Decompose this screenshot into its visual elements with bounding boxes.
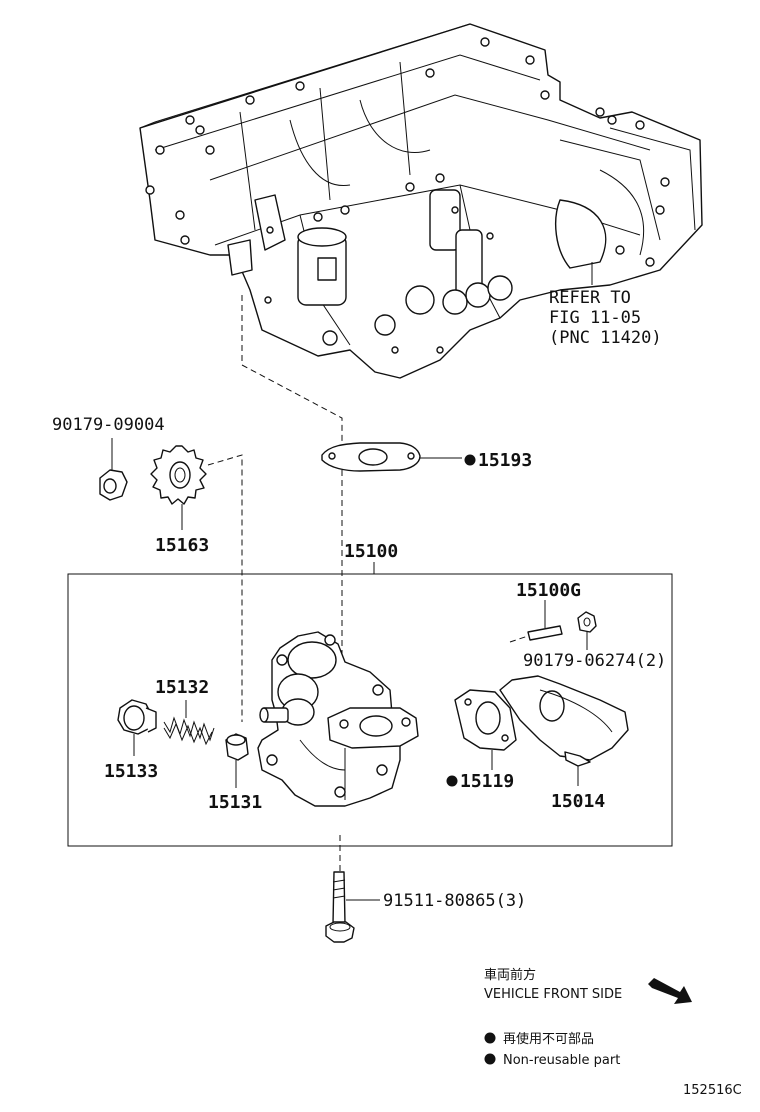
legend-front-jp: 車両前方 bbox=[484, 967, 536, 983]
label-91511-80865: 91511-80865(3) bbox=[383, 891, 526, 911]
nut-90179-06274-illustration bbox=[577, 611, 597, 650]
legend-non-reusable-en: Non-reusable part bbox=[503, 1053, 620, 1068]
stud-15100g-illustration bbox=[509, 600, 563, 643]
non-reusable-mark-15193 bbox=[464, 454, 476, 466]
refer-text-line3: (PNC 11420) bbox=[549, 328, 662, 348]
refer-text-line1: REFER TO bbox=[549, 288, 631, 308]
non-reusable-mark-15119 bbox=[446, 775, 458, 787]
gasket-15193-illustration bbox=[321, 442, 462, 472]
alignment-dashed-line-main bbox=[241, 295, 343, 455]
label-90179-06274: 90179-06274(2) bbox=[523, 651, 666, 671]
label-15119: 15119 bbox=[460, 771, 514, 792]
alignment-dashed-line-sprocket bbox=[207, 454, 243, 722]
label-15193: 15193 bbox=[478, 450, 532, 471]
oil-pump-body-illustration bbox=[257, 631, 419, 807]
label-15014: 15014 bbox=[551, 791, 605, 812]
spring-15132-illustration bbox=[163, 700, 215, 746]
strainer-15014-illustration bbox=[499, 675, 629, 786]
nut-90179-09004-illustration bbox=[99, 438, 128, 501]
oil-pan-block-illustration bbox=[139, 23, 703, 379]
label-15100g: 15100G bbox=[516, 580, 581, 601]
legend-non-reusable-dot-icon bbox=[484, 1032, 496, 1044]
legend-non-reusable-jp: 再使用不可部品 bbox=[503, 1031, 594, 1047]
label-15163: 15163 bbox=[155, 535, 209, 556]
bolt-91511-80865-illustration bbox=[325, 871, 380, 943]
figure-id: 152516C bbox=[683, 1083, 742, 1098]
legend-front-en: VEHICLE FRONT SIDE bbox=[484, 987, 622, 1002]
label-15131: 15131 bbox=[208, 792, 262, 813]
refer-text-line2: FIG 11-05 bbox=[549, 308, 641, 328]
plug-15133-illustration bbox=[117, 699, 157, 756]
sprocket-15163-illustration bbox=[150, 445, 207, 530]
oil-pump-assembly-box bbox=[67, 573, 673, 847]
label-90179-09004: 90179-09004 bbox=[52, 415, 165, 435]
front-direction-arrow-icon bbox=[648, 978, 692, 1004]
label-15133: 15133 bbox=[104, 761, 158, 782]
label-15100: 15100 bbox=[344, 541, 398, 562]
legend-non-reusable-dot-icon-2 bbox=[484, 1053, 496, 1065]
valve-15131-illustration bbox=[225, 733, 249, 788]
label-15132: 15132 bbox=[155, 677, 209, 698]
gasket-15119-illustration bbox=[454, 689, 517, 770]
